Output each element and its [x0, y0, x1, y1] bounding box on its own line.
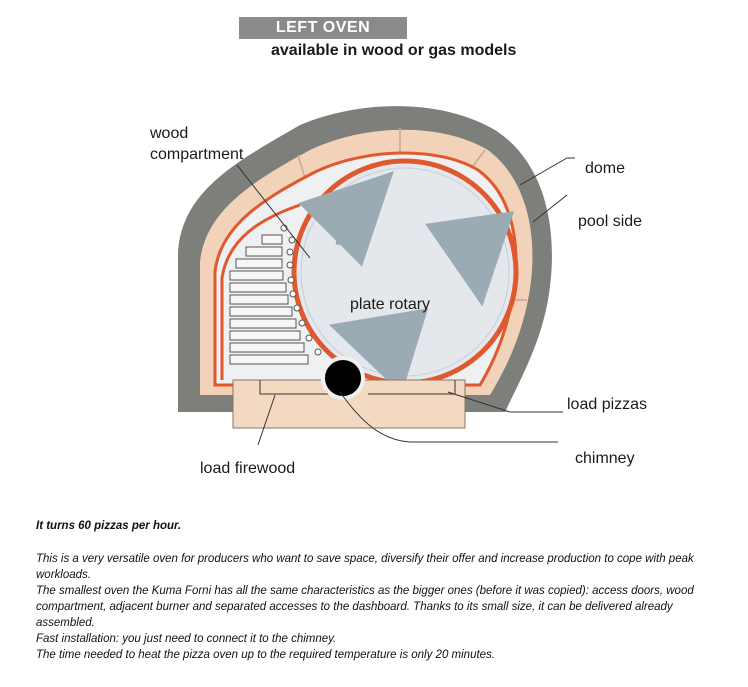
description-paragraph: The smallest oven the Kuma Forni has all…	[36, 585, 694, 629]
label-chimney: chimney	[575, 450, 635, 467]
oven-title-badge: LEFT OVEN	[239, 17, 407, 39]
description-paragraph: This is a very versatile oven for produc…	[36, 553, 694, 581]
label-load-pizzas: load pizzas	[567, 396, 647, 413]
rotation-arrow-top	[298, 171, 394, 267]
description-block: It turns 60 pizzas per hour. This is a v…	[36, 518, 726, 663]
heat-line	[220, 203, 301, 380]
description-paragraph: Fast installation: you just need to conn…	[36, 633, 337, 645]
rotation-arrow-right	[425, 211, 515, 307]
label-wood-line1: wood	[149, 125, 188, 142]
oven-diagram: wood compartment dome pool side plate ro…	[149, 106, 647, 477]
description-paragraph: The time needed to heat the pizza oven u…	[36, 649, 496, 661]
label-plate-rotary: plate rotary	[350, 296, 430, 313]
rotation-arrow-bottom	[328, 308, 429, 395]
wood-compartment-racks	[229, 234, 309, 365]
rotary-plate	[291, 158, 519, 386]
chimney-opening	[321, 356, 365, 400]
label-dome: dome	[585, 160, 625, 177]
description-lead: It turns 60 pizzas per hour.	[36, 520, 182, 532]
label-pool-side: pool side	[578, 213, 642, 230]
label-load-firewood: load firewood	[200, 460, 295, 477]
oven-subtitle: available in wood or gas models	[271, 42, 517, 59]
leader-lines	[236, 157, 575, 446]
label-wood-line2: compartment	[150, 146, 244, 163]
